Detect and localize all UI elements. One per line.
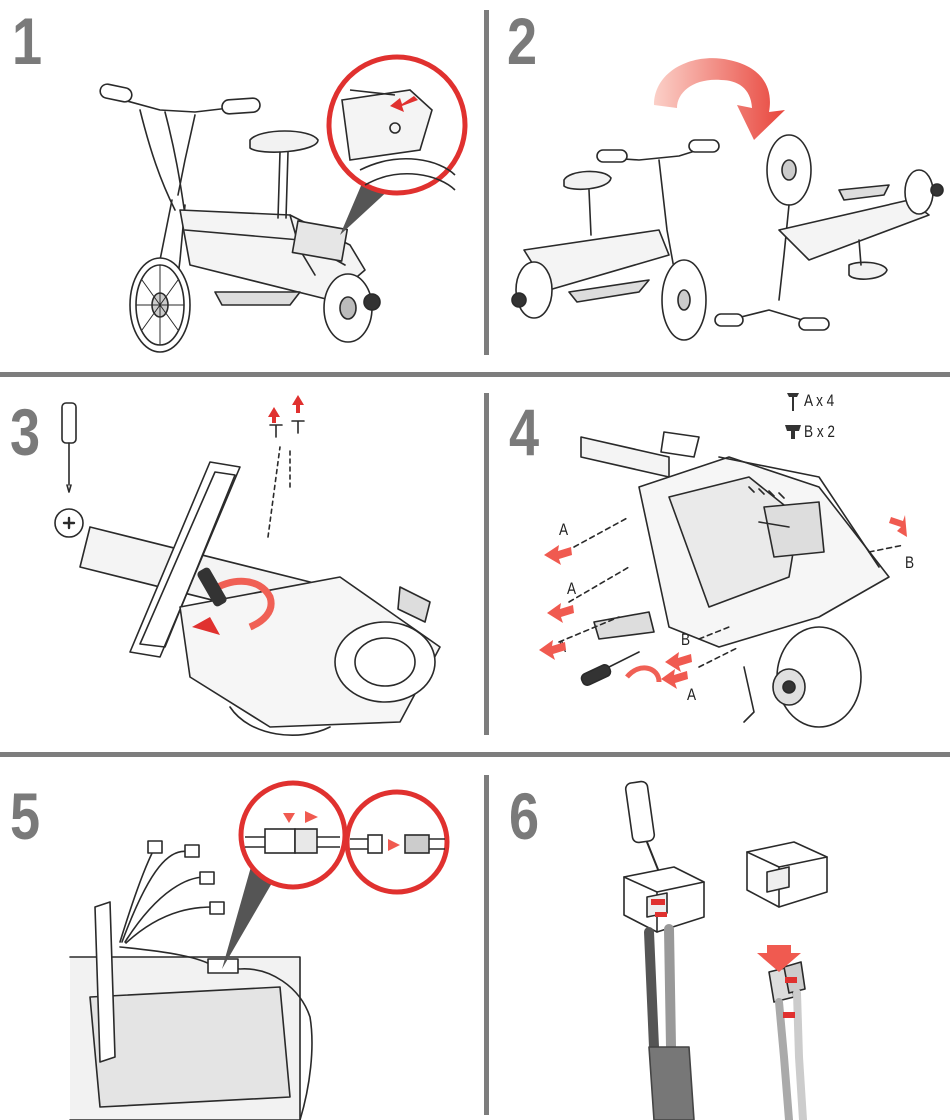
- rotate-arrow-icon: [654, 58, 785, 140]
- legend-screw-a: A x 4: [804, 391, 835, 410]
- pedal-removal-illustration: [54, 395, 441, 736]
- label-b-left: B: [681, 630, 691, 649]
- divider-vertical-row1: [484, 10, 489, 355]
- step-number-3: 3: [10, 395, 41, 469]
- divider-horizontal-top: [0, 372, 950, 377]
- magnifier-circle-icon: [344, 789, 450, 895]
- divider-vertical-row2: [484, 393, 489, 735]
- step-panel-5: 5: [0, 757, 484, 1120]
- divider-horizontal-bottom: [0, 752, 950, 757]
- step-number-1: 1: [12, 4, 43, 78]
- screwdriver-icon: [61, 402, 77, 493]
- legend-screw-b: B x 2: [804, 422, 835, 441]
- step-panel-3: 3: [0, 377, 484, 752]
- step-number-4: 4: [509, 395, 540, 469]
- terminal-release-illustration: [623, 780, 828, 1120]
- label-b-right: B: [905, 553, 915, 572]
- down-arrow-icon: [757, 945, 801, 972]
- step-panel-2: 2: [489, 0, 950, 372]
- connector-unplug-illustration: [69, 780, 450, 1120]
- step-number-6: 6: [509, 779, 540, 853]
- divider-vertical-row3: [484, 775, 489, 1115]
- bike-flip-illustration: [511, 58, 944, 341]
- step-number-2: 2: [507, 4, 538, 78]
- step-panel-1: 1: [0, 0, 484, 372]
- step-panel-6: 6: [489, 757, 950, 1120]
- bike-upright-illustration: [99, 54, 468, 353]
- label-a-1: A: [559, 520, 569, 539]
- step-panel-4: 4 A x 4 B x 2 A A A A B B: [489, 377, 950, 752]
- step-number-5: 5: [10, 779, 41, 853]
- label-a-2: A: [567, 579, 577, 598]
- screw-legend-icons: [785, 393, 801, 439]
- phillips-head-icon: [54, 508, 84, 538]
- frame-unscrew-illustration: [539, 393, 907, 728]
- label-a-4: A: [687, 685, 697, 704]
